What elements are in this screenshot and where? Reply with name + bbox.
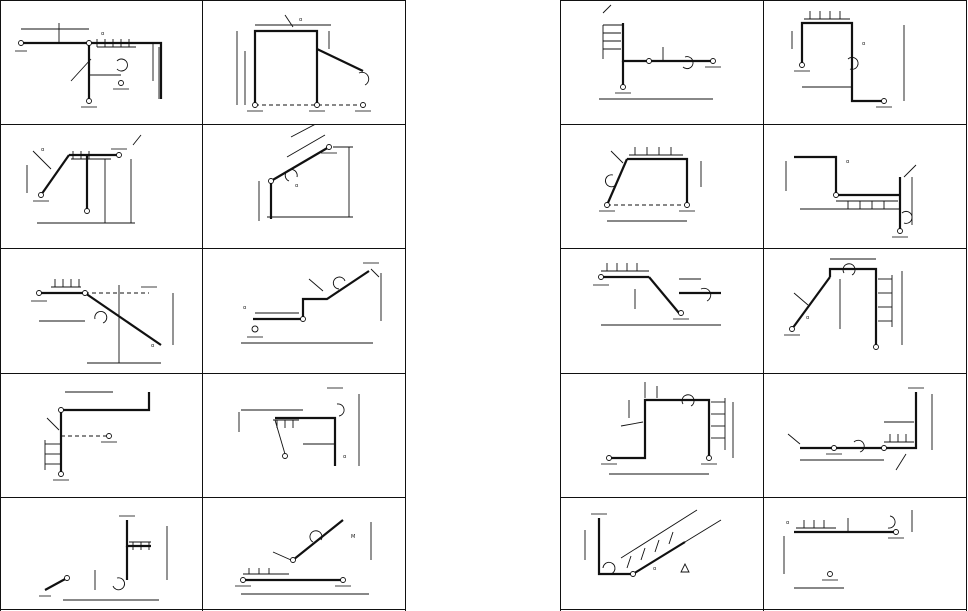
frame-diagram: α — [15, 23, 163, 108]
alpha-label: α — [151, 343, 155, 349]
grid-line — [763, 0, 764, 611]
frame-diagram: α — [238, 387, 360, 466]
alpha-label: α — [786, 520, 790, 526]
scheme-r6: α — [764, 249, 966, 373]
alpha-label: α — [299, 17, 303, 23]
frame-diagram: α — [258, 125, 353, 221]
scheme-l2: α — [203, 1, 405, 124]
scheme-r9: α — [561, 498, 763, 609]
alpha-label: α — [862, 41, 866, 47]
grid-line — [0, 124, 406, 125]
grid-line — [560, 124, 967, 125]
alpha-label: α — [243, 305, 247, 311]
scheme-l4: α — [203, 125, 405, 248]
frame-diagram — [593, 263, 721, 326]
grid-line — [560, 0, 561, 611]
scheme-r4: α — [764, 125, 966, 248]
scheme-l1: α — [1, 1, 202, 124]
grid-line — [202, 0, 203, 611]
frame-diagram — [599, 4, 721, 100]
frame-diagram — [39, 515, 168, 601]
alpha-label: α — [343, 454, 347, 460]
grid-line — [560, 497, 967, 498]
alpha-label: α — [295, 183, 299, 189]
scheme-r7 — [561, 374, 763, 497]
frame-diagram: α — [236, 14, 371, 112]
scheme-r8 — [764, 374, 966, 497]
scheme-l6: α — [203, 249, 405, 373]
frame-diagram: M — [235, 519, 372, 595]
sheet-right: α — [560, 0, 968, 611]
frame-diagram: α — [783, 510, 913, 589]
grid-line — [0, 373, 406, 374]
scheme-r5 — [561, 249, 763, 373]
frame-diagram: α — [785, 155, 917, 238]
frame-diagram — [44, 391, 151, 481]
scheme-l3: α — [1, 125, 202, 248]
frame-diagram: α — [784, 258, 903, 350]
scheme-l9 — [1, 498, 202, 609]
alpha-label: α — [41, 147, 45, 153]
scheme-r2: α — [764, 1, 966, 124]
frame-diagram: α — [791, 11, 905, 108]
frame-diagram: α — [584, 509, 722, 577]
sheet-left: α α — [0, 0, 410, 611]
frame-diagram — [601, 382, 734, 475]
frame-diagram: α — [241, 262, 382, 344]
grid-line — [0, 0, 406, 1]
frame-diagram: α — [31, 279, 174, 364]
alpha-label: α — [846, 159, 850, 165]
frame-diagram — [599, 147, 702, 222]
scheme-r3 — [561, 125, 763, 248]
moment-label: M — [351, 534, 355, 540]
frame-diagram: α — [26, 134, 142, 224]
grid-line — [0, 497, 406, 498]
alpha-label: α — [653, 566, 657, 572]
grid-line — [0, 609, 406, 610]
scheme-l8: α — [203, 374, 405, 497]
grid-line — [560, 0, 967, 1]
scheme-l5: α — [1, 249, 202, 373]
grid-line — [405, 0, 406, 611]
scheme-l7 — [1, 374, 202, 497]
scheme-l10: M — [203, 498, 405, 609]
grid-line — [966, 0, 967, 611]
frame-diagram — [787, 387, 933, 471]
grid-line — [0, 248, 406, 249]
scheme-r1 — [561, 1, 763, 124]
grid-line — [560, 609, 967, 610]
scheme-r10: α — [764, 498, 966, 609]
grid-line — [560, 373, 967, 374]
alpha-label: α — [806, 315, 810, 321]
grid-line — [0, 0, 1, 611]
grid-line — [560, 248, 967, 249]
alpha-label: α — [101, 31, 105, 37]
